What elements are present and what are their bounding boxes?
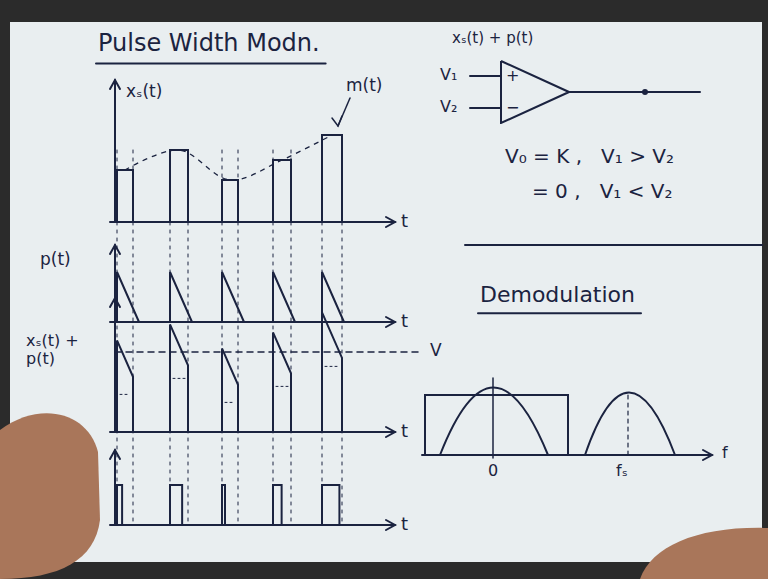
sawtooth [170, 272, 192, 322]
label: f [722, 444, 728, 462]
sum-pulse [170, 324, 188, 432]
label: 0 [488, 462, 498, 480]
label: xₛ(t) + p(t) [452, 30, 533, 47]
message-curve [125, 135, 332, 180]
sample-pulse [222, 180, 238, 222]
sample-pulse [322, 135, 342, 222]
center-tick [492, 378, 494, 458]
hand [640, 528, 768, 579]
hatch [276, 386, 288, 387]
arrow-head [386, 217, 395, 227]
hatch [173, 378, 185, 379]
label: xₛ(t) + p(t) [26, 332, 106, 369]
label: t [401, 421, 408, 442]
label: V [430, 341, 442, 361]
axis [114, 298, 116, 432]
right-panel-drawing [422, 76, 762, 460]
output-wire [570, 91, 700, 93]
input-wire [470, 107, 500, 109]
waveform-plots [110, 80, 422, 530]
axis [114, 80, 116, 222]
sample-pulse [117, 170, 133, 222]
sawtooth [322, 272, 344, 322]
underline [96, 63, 326, 65]
axis [110, 431, 395, 433]
threshold-line [115, 351, 422, 353]
sample-pulse [170, 150, 188, 222]
hatch [120, 394, 130, 395]
label: t [401, 311, 408, 332]
hatch [225, 402, 235, 403]
arrow-head [110, 80, 120, 89]
underline [478, 312, 641, 314]
baseband-spectrum [440, 388, 548, 456]
pwm-pulse [170, 485, 182, 525]
label: t [401, 211, 408, 232]
arrow-head [386, 317, 395, 327]
center-tick [627, 395, 628, 455]
arrow-head [703, 450, 712, 460]
label: V₂ [440, 98, 457, 116]
label: m(t) [346, 76, 383, 96]
sample-pulse [273, 160, 291, 222]
label: = 0 , V₁ < V₂ [532, 180, 673, 203]
axis [110, 524, 395, 526]
paper-sheet [10, 22, 762, 562]
arrow-head [110, 245, 120, 254]
comparator: +− [500, 60, 570, 124]
axis [110, 221, 395, 223]
title: Pulse Width Modn. [98, 30, 320, 58]
separator-line [465, 244, 762, 246]
sideband-spectrum [585, 393, 675, 456]
pwm-pulse [273, 485, 282, 525]
label: V₁ [440, 66, 457, 84]
comparator-outline [501, 61, 569, 123]
sum-pulse [273, 332, 291, 432]
lowpass-filter [425, 395, 568, 455]
arrow-head [332, 116, 342, 126]
label: xₛ(t) [126, 82, 162, 102]
sawtooth [273, 272, 295, 322]
junction-dot [642, 89, 648, 95]
pwm-pulse [322, 485, 339, 525]
axis [110, 321, 395, 323]
input-wire [470, 75, 500, 77]
arrow-head [386, 520, 395, 530]
sawtooth [117, 272, 139, 322]
input-sign: + [506, 66, 519, 86]
sum-pulse [322, 312, 342, 432]
label: t [401, 514, 408, 535]
pwm-pulse [117, 485, 122, 525]
hatch [325, 366, 339, 367]
sawtooth [222, 272, 244, 322]
sum-pulse [222, 348, 238, 432]
axis [114, 450, 116, 525]
arrow-head [110, 298, 120, 307]
label: fₛ [616, 462, 628, 480]
label: V₀ = K , V₁ > V₂ [505, 145, 674, 168]
pwm-pulse [222, 485, 225, 525]
arrow-head [386, 427, 395, 437]
label: p(t) [40, 250, 71, 270]
hand [0, 413, 100, 579]
sum-pulse [117, 340, 133, 432]
arrow-head [110, 450, 120, 459]
label: Demodulation [480, 282, 635, 307]
input-sign: − [506, 98, 519, 118]
